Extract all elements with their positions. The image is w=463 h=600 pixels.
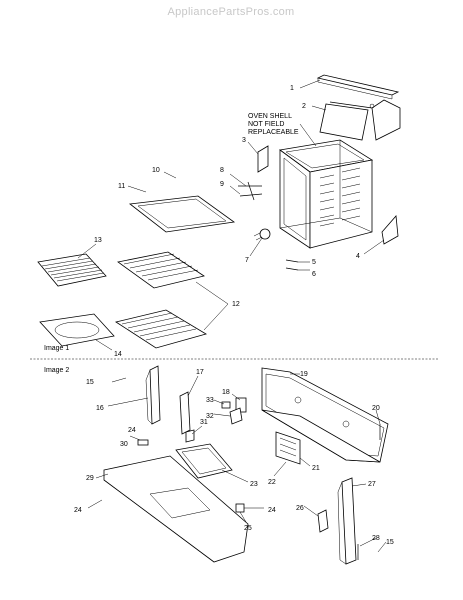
callout-14: 14: [114, 351, 122, 358]
callout-18: 18: [222, 389, 230, 396]
callout-9: 9: [220, 181, 224, 188]
callout-6: 6: [312, 271, 316, 278]
callout-17: 17: [196, 369, 204, 376]
callout-19: 19: [300, 371, 308, 378]
callout-11: 11: [118, 183, 125, 190]
part-12-oven-rack-lower[interactable]: [115, 309, 208, 349]
shell-note-line-2: NOT FIELD: [248, 121, 284, 128]
part-14-broiler-pan[interactable]: [39, 313, 115, 347]
callout-26: 26: [296, 505, 304, 512]
callout-24-b: 24: [268, 507, 276, 514]
callout-15-b: 15: [386, 539, 394, 546]
part-3-bracket[interactable]: [257, 145, 269, 173]
part-12-oven-rack-upper[interactable]: [117, 251, 205, 289]
callout-3: 3: [242, 137, 246, 144]
part-33-clip[interactable]: [221, 401, 231, 409]
oven-shell: [278, 139, 374, 249]
part-23-window-frame[interactable]: [175, 443, 233, 479]
shell-note-line-3: REPLACEABLE: [248, 129, 299, 136]
callout-21: 21: [312, 465, 320, 472]
callout-24-c: 24: [74, 507, 82, 514]
part-26-bracket[interactable]: [317, 509, 329, 533]
leader-lines-image-2: [87, 373, 387, 553]
callout-22: 22: [268, 479, 276, 486]
image-2-caption: Image 2: [44, 367, 69, 374]
part-19-lower-shield[interactable]: [261, 409, 381, 463]
part-16-side-trim-left[interactable]: [145, 365, 161, 425]
callout-16: 16: [96, 405, 104, 412]
part-31-clip[interactable]: [185, 429, 195, 443]
part-25-end-cap[interactable]: [235, 503, 245, 513]
part-11-oven-bottom-panel[interactable]: [128, 195, 236, 233]
callout-2: 2: [302, 103, 306, 110]
part-5-6-screws[interactable]: [285, 259, 299, 271]
callout-13: 13: [94, 237, 102, 244]
part-22-display-board[interactable]: [275, 431, 301, 465]
callout-29: 29: [86, 475, 94, 482]
part-4-bracket[interactable]: [381, 215, 399, 245]
callout-7: 7: [245, 257, 249, 264]
leader-lines-image-1: [77, 79, 385, 351]
callout-5: 5: [312, 259, 316, 266]
part-30-clip[interactable]: [137, 439, 149, 446]
callout-4: 4: [356, 253, 360, 260]
shell-note-line-1: OVEN SHELL: [248, 113, 292, 120]
callout-31: 31: [200, 419, 208, 426]
part-17-bracket[interactable]: [179, 391, 191, 435]
watermark-text: AppliancePartsPros.com: [167, 6, 294, 18]
part-1-vent-strip[interactable]: [316, 74, 400, 100]
part-13-broiler-grid[interactable]: [37, 253, 107, 287]
callout-20: 20: [372, 405, 380, 412]
callout-33: 33: [206, 397, 214, 404]
callout-12: 12: [232, 301, 240, 308]
callout-28: 28: [372, 535, 380, 542]
callout-15-a: 15: [86, 379, 94, 386]
callout-30: 30: [120, 441, 128, 448]
callout-1: 1: [290, 85, 294, 92]
part-7-light-socket[interactable]: [253, 228, 271, 241]
part-8-9-screws[interactable]: [238, 181, 263, 201]
part-27-side-trim-right[interactable]: [337, 477, 357, 565]
part-29-control-panel[interactable]: [103, 455, 249, 563]
callout-32: 32: [206, 413, 214, 420]
image-1-caption: Image 1: [44, 345, 69, 352]
callout-23: 23: [250, 481, 258, 488]
callout-24-a: 24: [128, 427, 136, 434]
callout-25: 25: [244, 525, 252, 532]
callout-8: 8: [220, 167, 224, 174]
part-2-rear-deflector[interactable]: [319, 99, 401, 141]
part-32-bracket[interactable]: [229, 407, 243, 425]
callout-27: 27: [368, 481, 376, 488]
callout-10: 10: [152, 167, 160, 174]
